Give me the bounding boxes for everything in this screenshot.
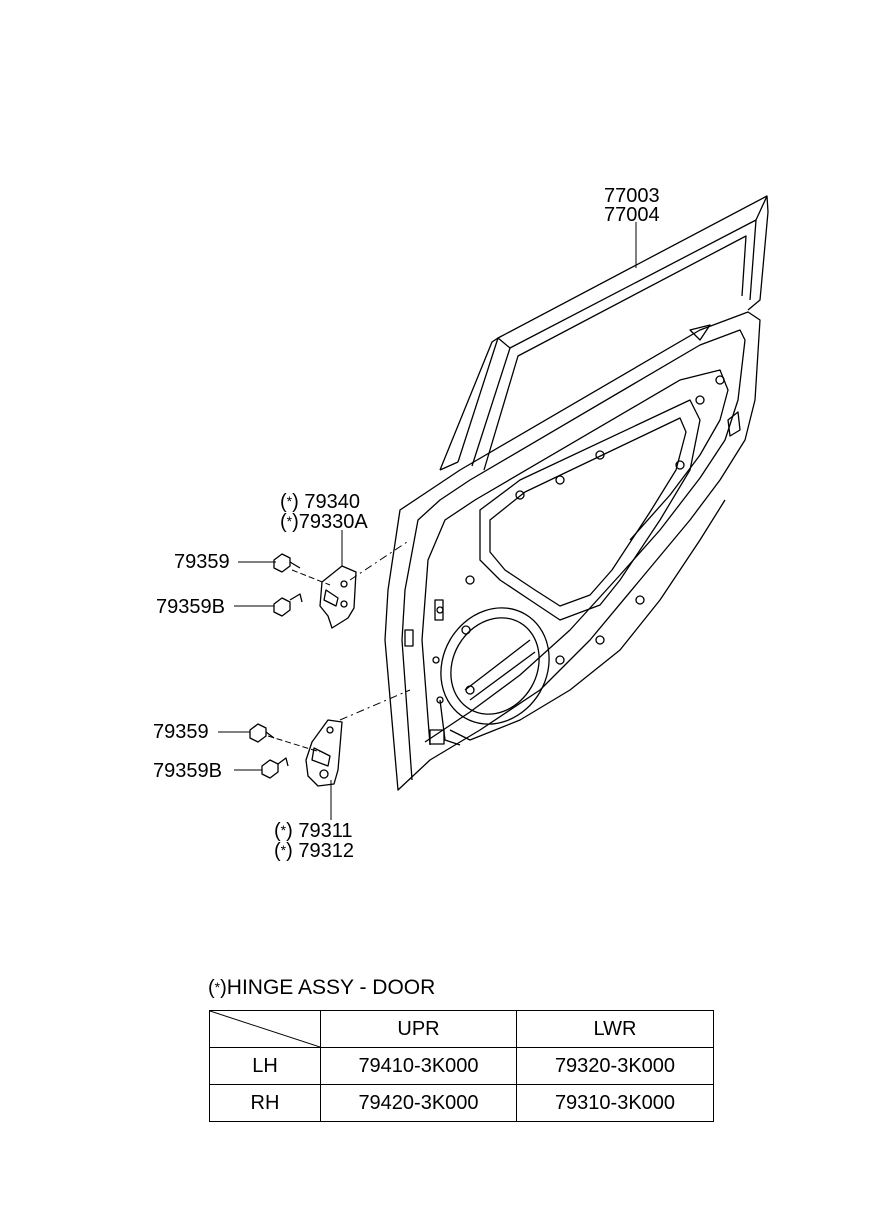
callout-upper-bolt: 79359 [174, 551, 230, 573]
table-cell-upr: 79410-3K000 [320, 1047, 517, 1085]
table-cell-upr: 79420-3K000 [320, 1084, 517, 1122]
table-cell-side: LH [209, 1047, 321, 1085]
table-corner-cell [209, 1010, 321, 1048]
hinge-part-table: UPR LWR LH 79410-3K000 79320-3K000 RH 79… [209, 1010, 714, 1122]
table-row: RH 79420-3K000 79310-3K000 [209, 1084, 714, 1122]
callout-upper-hinge-b: (*)79330A [280, 511, 368, 533]
upper-hinge [319, 565, 357, 629]
table-cell-side: RH [209, 1084, 321, 1122]
lower-bolt-icon [249, 723, 275, 743]
callout-upper-bolt-b: 79359B [156, 596, 225, 618]
door-window-frame [439, 195, 769, 471]
callout-lower-bolt: 79359 [153, 721, 209, 743]
callout-lower-bolt-b: 79359B [153, 760, 222, 782]
door-panel [384, 311, 761, 791]
upper-bolt-b-icon [273, 593, 303, 617]
callout-door-b: 77004 [604, 204, 660, 226]
callout-upper-hinge-a: (*) 79340 [280, 491, 360, 513]
table-header-upr: UPR [320, 1010, 517, 1048]
callout-lower-hinge-a: (*) 79311 [274, 820, 353, 842]
table-cell-lwr: 79320-3K000 [516, 1047, 714, 1085]
lower-bolt-b-icon [261, 757, 289, 779]
callout-lower-hinge-b: (*) 79312 [274, 840, 354, 862]
table-row: LH 79410-3K000 79320-3K000 [209, 1047, 714, 1085]
hinge-note-title: (*)HINGE ASSY - DOOR [208, 976, 436, 999]
leader-lines [218, 222, 637, 820]
table-header-row: UPR LWR [209, 1010, 714, 1048]
upper-bolt-icon [273, 553, 301, 573]
table-header-lwr: LWR [516, 1010, 714, 1048]
table-cell-lwr: 79310-3K000 [516, 1084, 714, 1122]
callout-door-a: 77003 [604, 185, 660, 207]
lower-hinge [305, 719, 343, 787]
